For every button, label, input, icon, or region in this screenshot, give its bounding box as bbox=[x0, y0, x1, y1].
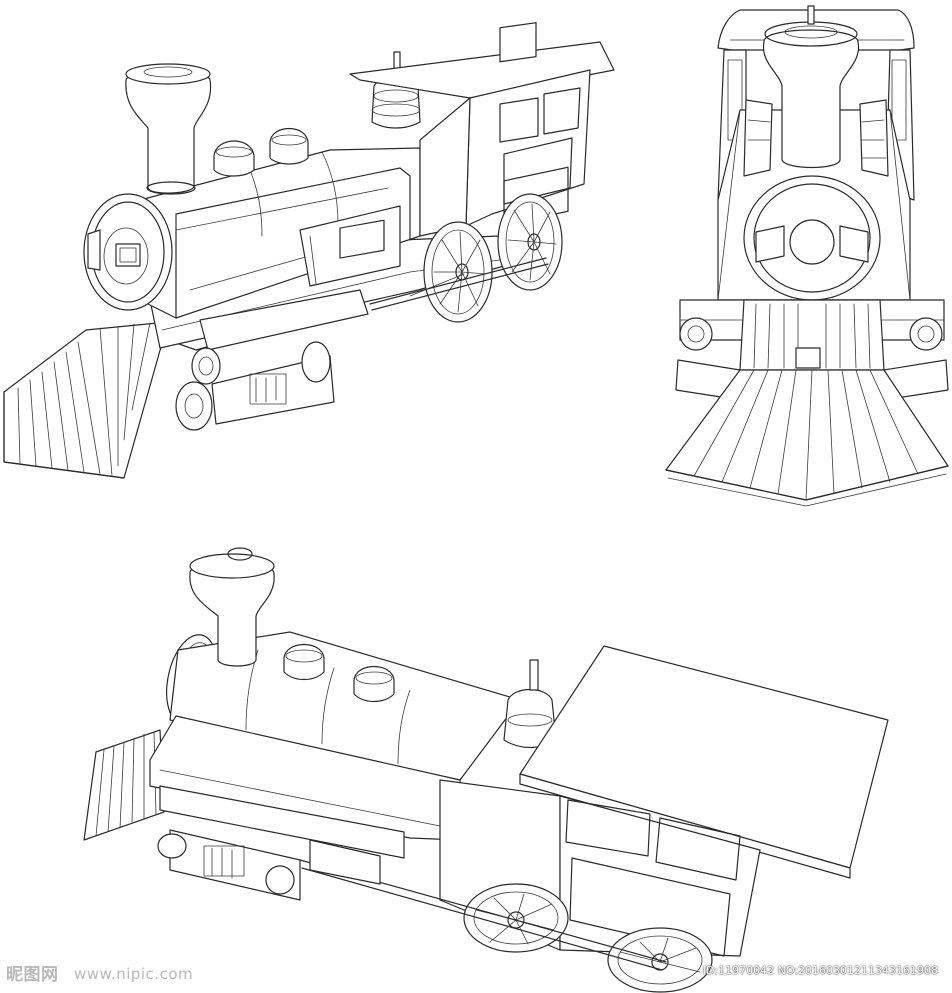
watermark-site: 昵图网 www.nipic.com bbox=[6, 962, 193, 986]
watermark-url: www.nipic.com bbox=[74, 965, 194, 983]
nipic-logo-icon: 昵图网 bbox=[6, 965, 59, 984]
side-rods bbox=[199, 219, 549, 351]
locomotive-front-view bbox=[665, 5, 949, 507]
watermark-logo-text: 昵图网 bbox=[6, 965, 59, 984]
locomotive-side-view bbox=[3, 22, 615, 479]
smokebox-front bbox=[83, 193, 173, 311]
smokestack bbox=[125, 63, 212, 195]
leading-truck bbox=[175, 341, 335, 431]
steam-domes bbox=[213, 128, 309, 177]
watermark-id: ID:11970042 NO:20160301211343161908 bbox=[702, 964, 938, 977]
cab bbox=[349, 22, 615, 237]
bell bbox=[371, 51, 421, 129]
locomotive-top-view bbox=[83, 547, 889, 993]
cowcatcher bbox=[3, 321, 169, 479]
